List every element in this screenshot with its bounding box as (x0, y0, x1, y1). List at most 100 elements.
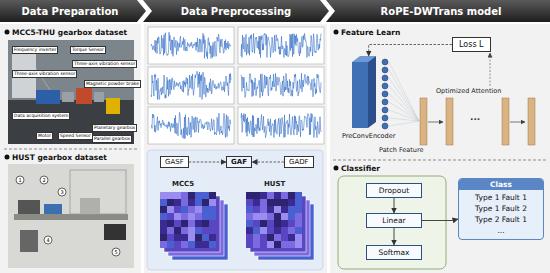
gaf-cell (174, 241, 181, 248)
gaf-cell (160, 206, 167, 213)
gaf-cell (246, 234, 253, 241)
node-text: RoPE-DWTrans model (381, 6, 502, 17)
waveform (241, 33, 321, 57)
connector (394, 198, 395, 213)
gaf-cell (181, 199, 188, 206)
encoder-block: PreConvEncoder (342, 56, 395, 140)
signal-plots (148, 27, 324, 144)
gaf-cell (160, 227, 167, 234)
separator (333, 160, 547, 161)
callout-number: 4 (44, 236, 52, 244)
node-text: GADF (289, 158, 309, 166)
gaf-image (168, 200, 224, 256)
gaf-cell (274, 220, 281, 227)
node-text: Linear (371, 216, 417, 225)
patch-features (382, 59, 419, 129)
connector (394, 228, 395, 245)
controller (20, 230, 38, 252)
device (18, 200, 40, 214)
gaf-cell (274, 227, 281, 234)
gaf-cell (209, 206, 216, 213)
callout-circle (44, 236, 52, 244)
gaf-cell (281, 213, 288, 220)
monitor (104, 224, 126, 240)
process-box: GAF (226, 156, 252, 168)
gaf-cell (274, 199, 281, 206)
attention-label: Optimized Attention (436, 87, 501, 95)
feature-link (389, 86, 419, 121)
encoder-side (368, 56, 376, 128)
stage-header: RoPE-DWTrans model (326, 0, 550, 22)
gaf-cell (274, 213, 281, 220)
feature-link (389, 78, 419, 121)
gaf-cell (181, 220, 188, 227)
bullet (334, 166, 339, 171)
gaf-cell (209, 192, 216, 199)
gaf-cell (295, 227, 302, 234)
panel (330, 24, 550, 273)
gaf-cell (174, 213, 181, 220)
node-text: PreConvEncoder (342, 132, 395, 140)
patch-circle (382, 115, 388, 121)
bullet (5, 155, 10, 160)
gaf-cell (167, 213, 174, 220)
gaf-cell (253, 227, 260, 234)
plot-frame (238, 67, 324, 104)
node-text: Softmax (371, 248, 417, 257)
gaf-cell (195, 227, 202, 234)
gaf-cell (202, 206, 209, 213)
gaf-cell (202, 199, 209, 206)
gaf-cell (181, 206, 188, 213)
gaf-cell (281, 199, 288, 206)
gaf-cell (209, 199, 216, 206)
callout-number: 1 (16, 176, 24, 184)
plot-frame (238, 27, 324, 64)
gaf-cell (295, 213, 302, 220)
gaf-cell (260, 213, 267, 220)
gaf-cell (260, 227, 267, 234)
callout-circle (58, 188, 66, 196)
gaf-cell (167, 206, 174, 213)
gaf-cell (167, 192, 174, 199)
patch-circle (382, 67, 388, 73)
gaf-cell (195, 220, 202, 227)
motor (36, 90, 60, 104)
ellipsis: ... (470, 112, 480, 122)
gaf-cell (209, 213, 216, 220)
gaf-cell (167, 234, 174, 241)
part-label: Parallel gearbox (92, 135, 132, 143)
gaf-cell (209, 234, 216, 241)
gaf-cell (260, 241, 267, 248)
patch-circle (382, 107, 388, 113)
gaf-cell (174, 234, 181, 241)
encoder-front (352, 62, 368, 128)
gaf-cell (288, 220, 295, 227)
classifier-frame (338, 176, 446, 269)
gaf-cell (181, 192, 188, 199)
gaf-cell (267, 234, 274, 241)
gaf-cell (253, 206, 260, 213)
gaf-image (164, 196, 220, 252)
layer-box: Linear (366, 213, 422, 228)
gaf-cell (246, 192, 253, 199)
waveform (241, 73, 321, 98)
gaf-cell (246, 206, 253, 213)
dataset-label: MCC5 (172, 180, 194, 188)
class-item: Type 1 Fault 1 (459, 192, 543, 203)
gearbox (76, 88, 92, 104)
plot-frame (148, 67, 234, 104)
gaf-cell (167, 199, 174, 206)
patch-circle (382, 91, 388, 97)
gaf-cell (274, 234, 281, 241)
gaf-panel (147, 150, 323, 270)
stage-header: Data Preprocessing (143, 0, 329, 22)
section-title: MCC5-THU gearbox dataset (12, 28, 127, 37)
gaf-cell (288, 241, 295, 248)
gaf-images (160, 192, 314, 260)
gaf-cell (202, 213, 209, 220)
waveform (241, 113, 321, 138)
gaf-cell (202, 241, 209, 248)
part-label: Motor (36, 132, 53, 140)
part-label: Speed Sensor (58, 132, 93, 140)
